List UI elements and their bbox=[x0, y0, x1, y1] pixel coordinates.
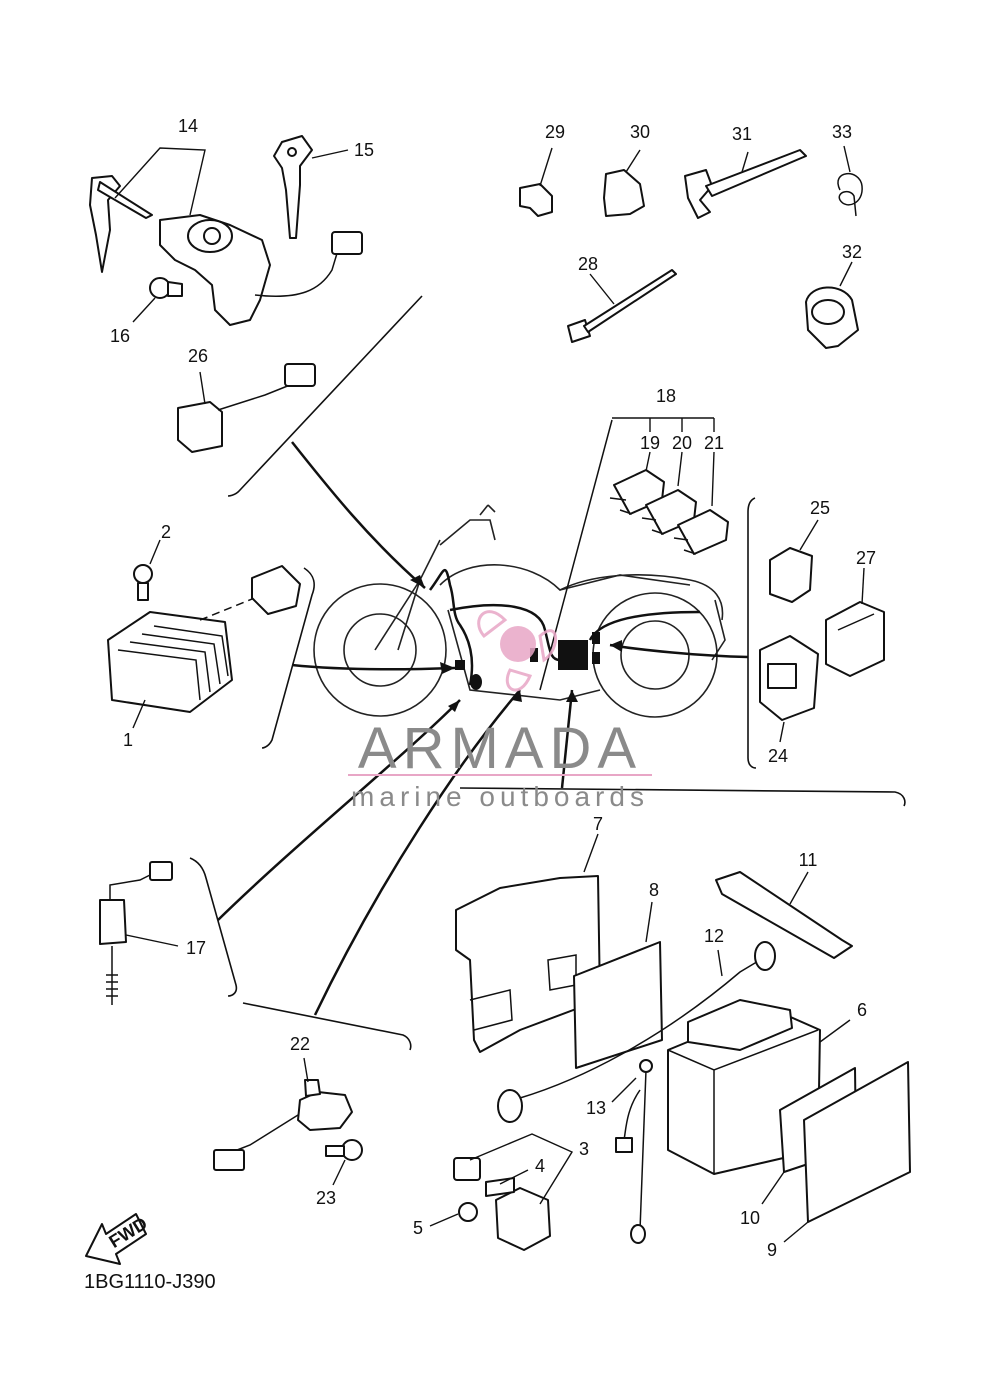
group-brackets bbox=[189, 295, 906, 1051]
callout-4: 4 bbox=[535, 1156, 545, 1176]
callout-25: 25 bbox=[810, 498, 830, 518]
fwd-arrow-icon: FWD bbox=[85, 1213, 151, 1265]
callout-labels: 1 2 3 4 5 6 7 8 9 10 11 12 13 14 15 16 1… bbox=[110, 116, 876, 1260]
callout-28: 28 bbox=[578, 254, 598, 274]
relay-24 bbox=[759, 635, 819, 743]
watermark-tagline: marine outboards bbox=[351, 781, 649, 812]
motorcycle-silhouette bbox=[313, 504, 726, 718]
callout-18: 18 bbox=[656, 386, 676, 406]
callout-16: 16 bbox=[110, 326, 130, 346]
callout-9: 9 bbox=[767, 1240, 777, 1260]
callout-7: 7 bbox=[593, 814, 603, 834]
callout-17: 17 bbox=[186, 938, 206, 958]
neutral-switch bbox=[99, 861, 179, 1005]
cover-8 bbox=[573, 901, 663, 1069]
callout-15: 15 bbox=[354, 140, 374, 160]
main-switch-assembly bbox=[89, 147, 363, 326]
callout-23: 23 bbox=[316, 1188, 336, 1208]
band-11 bbox=[715, 871, 853, 959]
callout-21: 21 bbox=[704, 433, 724, 453]
cable-tie-28 bbox=[567, 269, 677, 343]
callout-31: 31 bbox=[732, 124, 752, 144]
rectifier-regulator bbox=[107, 539, 301, 729]
starter-relay-3 bbox=[453, 1133, 574, 1251]
callout-24: 24 bbox=[768, 746, 788, 766]
battery-case-7 bbox=[455, 833, 601, 1053]
callout-12: 12 bbox=[704, 926, 724, 946]
watermark-logo bbox=[477, 610, 557, 692]
callout-13: 13 bbox=[586, 1098, 606, 1118]
callout-11: 11 bbox=[799, 850, 818, 870]
callout-2: 2 bbox=[161, 522, 171, 542]
callout-30: 30 bbox=[630, 122, 650, 142]
callout-33: 33 bbox=[832, 122, 852, 142]
watermark-brand: ARMADA bbox=[358, 716, 642, 781]
clamp-33 bbox=[837, 145, 863, 217]
fuse-set bbox=[609, 417, 729, 555]
sensor-assembly bbox=[213, 1057, 363, 1186]
battery-lead-12 bbox=[497, 941, 776, 1123]
wire-harness bbox=[428, 569, 701, 690]
bolt-16 bbox=[132, 277, 183, 323]
plate-9 bbox=[783, 1061, 911, 1243]
callout-3: 3 bbox=[579, 1139, 589, 1159]
ground-lead-13 bbox=[611, 1059, 653, 1244]
callout-27: 27 bbox=[856, 548, 876, 568]
callout-1: 1 bbox=[123, 730, 133, 750]
diagram-code: 1BG1110-J390 bbox=[84, 1271, 216, 1293]
callout-22: 22 bbox=[290, 1034, 310, 1054]
callout-19: 19 bbox=[640, 433, 660, 453]
callout-6: 6 bbox=[857, 1000, 867, 1020]
relay-27 bbox=[825, 567, 885, 677]
callout-5: 5 bbox=[413, 1218, 423, 1238]
callout-32: 32 bbox=[842, 242, 862, 262]
callout-20: 20 bbox=[672, 433, 692, 453]
band-31 bbox=[684, 149, 807, 219]
group-connectors bbox=[217, 419, 749, 1016]
relay-25 bbox=[769, 519, 819, 603]
bolt-5 bbox=[429, 1202, 478, 1227]
clip-29 bbox=[519, 147, 553, 217]
callout-8: 8 bbox=[649, 880, 659, 900]
callout-26: 26 bbox=[188, 346, 208, 366]
clip-30 bbox=[603, 149, 645, 217]
clamp-32 bbox=[805, 261, 859, 349]
key-blank bbox=[273, 135, 349, 239]
lead-wire-26 bbox=[177, 363, 316, 453]
callout-10: 10 bbox=[740, 1208, 760, 1228]
callout-29: 29 bbox=[545, 122, 565, 142]
callout-14: 14 bbox=[178, 116, 198, 136]
